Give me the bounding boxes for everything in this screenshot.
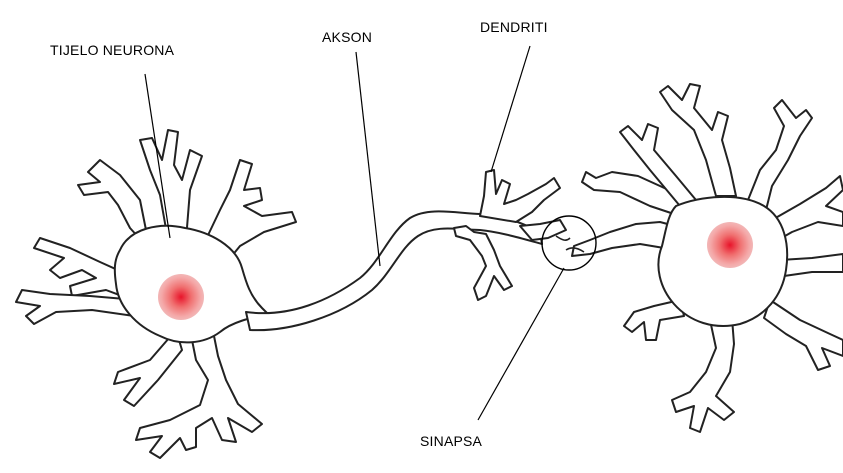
right-dendrite-top-right	[748, 100, 812, 210]
axon-terminal-upper	[480, 170, 560, 222]
dendrites-label: DENDRITI	[480, 19, 548, 35]
right-dendrite-bottom-right	[764, 300, 843, 370]
right-dendrite-bottom	[672, 318, 734, 432]
right-neuron	[572, 84, 843, 432]
synapse-leader	[478, 268, 564, 420]
axon-leader	[356, 52, 380, 266]
left-nucleus	[158, 274, 204, 320]
axon-group	[246, 170, 566, 330]
left-dendrite-top-center	[140, 130, 202, 240]
dendrites-leader	[491, 46, 530, 172]
cell-body-label: TIJELO NEURONA	[50, 42, 175, 58]
axon-label: AKSON	[322, 29, 372, 45]
axon-terminal-lower	[454, 226, 512, 300]
right-dendrite-far-right	[780, 254, 843, 276]
left-dendrite-bottom	[136, 326, 262, 458]
right-nucleus	[707, 222, 753, 268]
synapse-label: SINAPSA	[420, 433, 483, 449]
left-neuron	[16, 130, 296, 458]
